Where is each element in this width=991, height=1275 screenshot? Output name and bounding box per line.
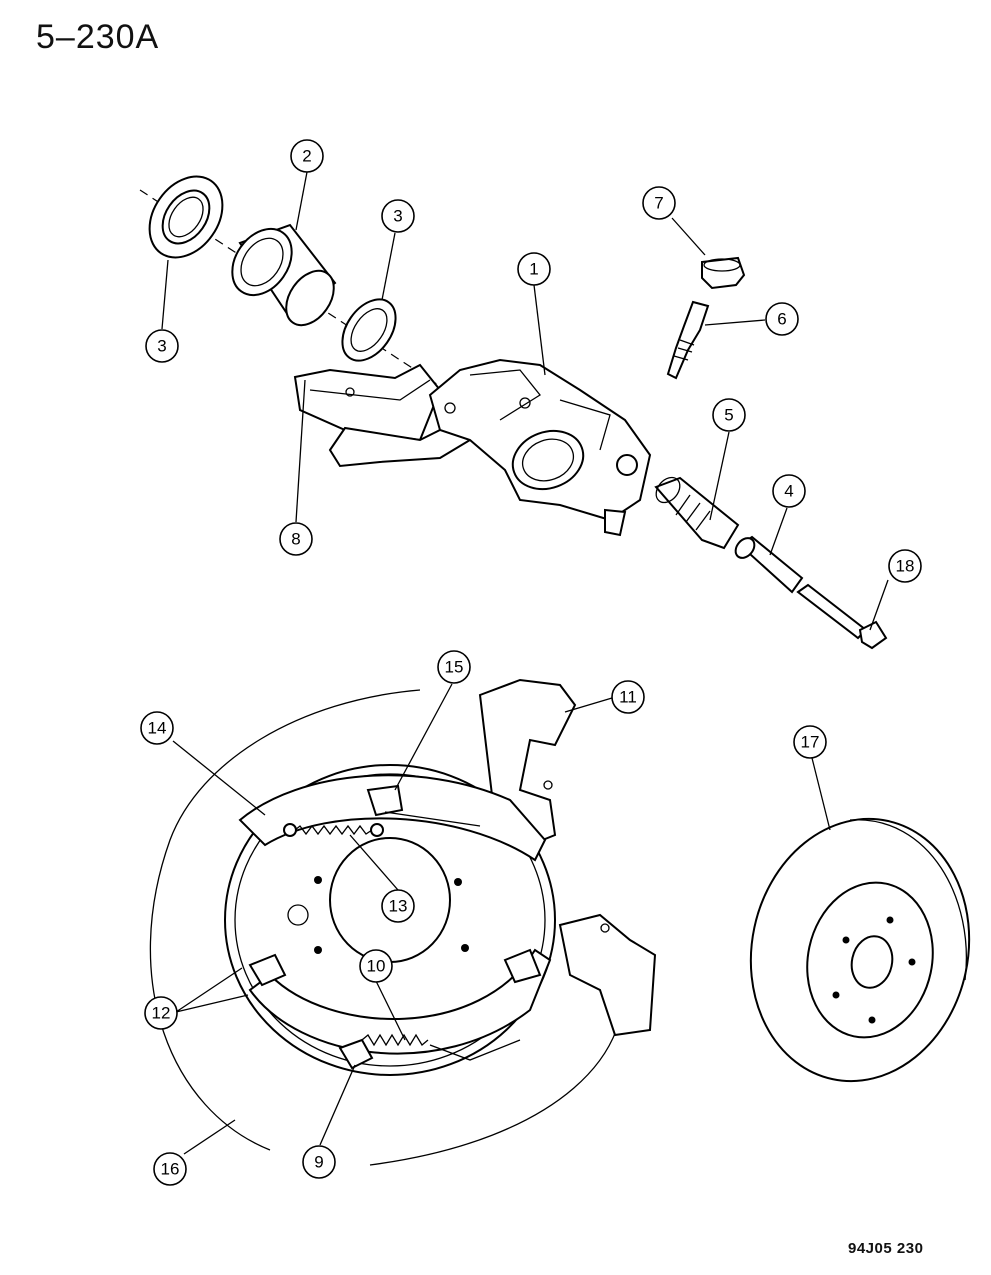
callout-9: 9 [302, 1145, 336, 1179]
svg-text:8: 8 [291, 530, 300, 549]
svg-text:5: 5 [724, 406, 733, 425]
leader-lines [161, 171, 889, 1155]
brake-shoe-upper [238, 774, 547, 862]
dust-boot [148, 175, 224, 259]
lower-return-spring [361, 1033, 429, 1047]
piston [231, 223, 337, 327]
svg-text:2: 2 [302, 147, 311, 166]
svg-text:11: 11 [619, 688, 637, 707]
callout-6: 6 [765, 302, 799, 336]
callout-10: 10 [359, 949, 393, 983]
callout-1: 1 [517, 252, 551, 286]
callout-15: 15 [437, 650, 471, 684]
svg-text:4: 4 [784, 482, 793, 501]
hold-down-pin-a [248, 953, 287, 987]
callout-12: 12 [144, 996, 178, 1030]
callout-3b: 3 [381, 199, 415, 233]
svg-text:12: 12 [152, 1004, 171, 1023]
callout-7: 7 [642, 186, 676, 220]
page-title: 5–230A [36, 18, 160, 56]
hold-down-clip [366, 784, 404, 817]
svg-text:18: 18 [896, 557, 915, 576]
callout-14: 14 [140, 711, 174, 745]
piston-seal [341, 298, 397, 362]
callout-4: 4 [772, 474, 806, 508]
svg-text:3: 3 [393, 207, 402, 226]
callout-2: 2 [290, 139, 324, 173]
guide-pin-bolt [796, 583, 888, 650]
svg-text:7: 7 [654, 194, 663, 213]
caliper-housing [428, 358, 652, 537]
callout-18: 18 [888, 549, 922, 583]
guide-pin-bushing [654, 476, 740, 550]
brake-shoe-lower [248, 948, 552, 1055]
upper-return-spring [294, 824, 373, 836]
callout-5: 5 [712, 398, 746, 432]
adjuster-assembly [338, 1038, 374, 1070]
guide-pin-sleeve [734, 535, 804, 594]
svg-text:10: 10 [367, 957, 386, 976]
callout-3a: 3 [145, 329, 179, 363]
svg-text:3: 3 [157, 337, 166, 356]
svg-text:9: 9 [314, 1153, 323, 1172]
bleeder-cap [701, 256, 746, 290]
svg-text:13: 13 [389, 897, 408, 916]
callout-13: 13 [381, 889, 415, 923]
caliper-assembly [139, 175, 888, 650]
callout-8: 8 [279, 522, 313, 556]
callout-17: 17 [793, 725, 827, 759]
brake-pads [293, 363, 472, 468]
svg-text:17: 17 [801, 733, 820, 752]
figure-reference-code: 94J05 230 [848, 1240, 924, 1257]
svg-text:15: 15 [445, 658, 464, 677]
svg-text:16: 16 [161, 1160, 180, 1179]
brake-rotor [749, 817, 971, 1083]
callout-16: 16 [153, 1152, 187, 1186]
bleeder-screw [666, 300, 710, 380]
svg-text:6: 6 [777, 310, 786, 329]
parking-brake-assembly [149, 678, 657, 1166]
svg-text:14: 14 [148, 719, 167, 738]
shield-tab [558, 913, 657, 1037]
callout-11: 11 [611, 680, 645, 714]
hold-down-pin-b [503, 948, 542, 984]
svg-text:1: 1 [529, 260, 538, 279]
